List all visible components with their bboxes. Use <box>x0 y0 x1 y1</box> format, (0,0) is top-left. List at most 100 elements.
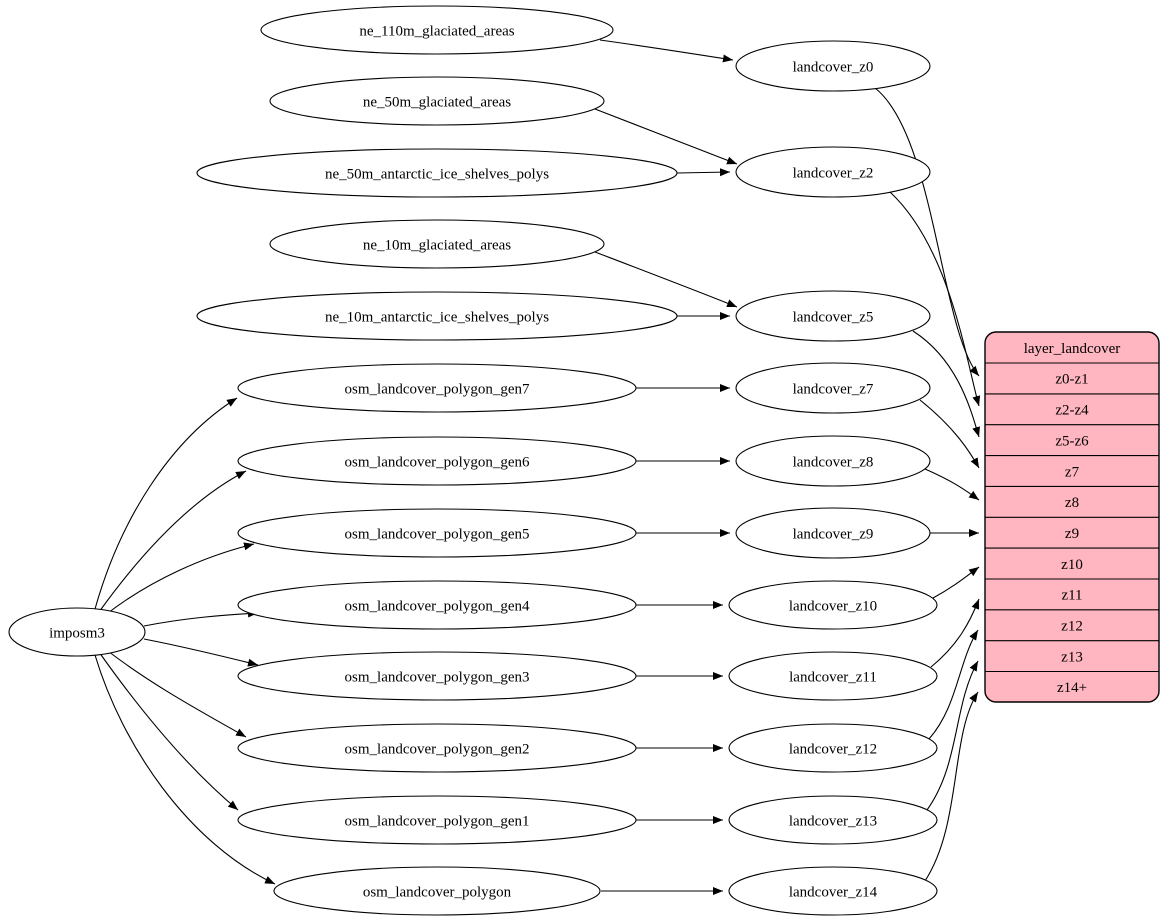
node-ellipse <box>237 723 637 773</box>
node-landcover-z7: landcover_z7 <box>735 362 931 414</box>
node-label: landcover_z13 <box>789 813 877 829</box>
node-label: landcover_z11 <box>789 669 877 685</box>
node-imposm3: imposm3 <box>8 607 146 657</box>
node-label: landcover_z9 <box>793 526 874 542</box>
node-label: osm_landcover_polygon_gen5 <box>345 526 530 542</box>
edge-imposm3-gen6 <box>98 470 247 613</box>
edge-imposm3-gen1 <box>98 651 239 811</box>
node-ellipse <box>237 508 637 558</box>
node-ne-10m-glaciated-areas: ne_10m_glaciated_areas <box>269 219 605 269</box>
node-label: osm_landcover_polygon_gen3 <box>345 669 530 685</box>
edge-ne10m-glac-z5 <box>594 251 738 308</box>
node-label: osm_landcover_polygon_gen6 <box>345 454 530 470</box>
table-row-z2-z4: z2-z4 <box>1055 403 1089 419</box>
node-ellipse <box>735 435 931 487</box>
node-ellipse <box>735 362 931 414</box>
node-landcover-z2: landcover_z2 <box>735 146 931 198</box>
edge-z11-row <box>930 598 980 668</box>
node-ellipse <box>728 723 938 773</box>
node-ne-50m-antarctic-ice-shelves-polys: ne_50m_antarctic_ice_shelves_polys <box>196 148 678 198</box>
node-landcover-z5: landcover_z5 <box>735 290 931 342</box>
node-osm-landcover-polygon-gen3: osm_landcover_polygon_gen3 <box>237 651 637 701</box>
node-landcover-z10: landcover_z10 <box>728 580 938 630</box>
node-label: osm_landcover_polygon_gen2 <box>345 741 530 757</box>
node-landcover-z13: landcover_z13 <box>728 795 938 845</box>
node-landcover-z12: landcover_z12 <box>728 723 938 773</box>
table-row-z12: z12 <box>1061 618 1083 634</box>
table-row-z9: z9 <box>1065 526 1079 542</box>
node-ellipse <box>237 795 637 845</box>
node-ellipse <box>196 148 678 198</box>
node-label: osm_landcover_polygon_gen1 <box>345 813 530 829</box>
node-osm-landcover-polygon-gen5: osm_landcover_polygon_gen5 <box>237 508 637 558</box>
node-ellipse <box>728 795 938 845</box>
node-ellipse <box>735 290 931 342</box>
table-row-z10: z10 <box>1061 557 1083 573</box>
edge-z8-row <box>924 468 980 501</box>
node-ellipse <box>735 507 931 559</box>
node-label: ne_50m_antarctic_ice_shelves_polys <box>325 166 549 182</box>
edges-sources <box>594 39 738 895</box>
node-osm-landcover-polygon-gen2: osm_landcover_polygon_gen2 <box>237 723 637 773</box>
table-row-z8: z8 <box>1065 495 1079 511</box>
edge-z13-row <box>926 660 979 811</box>
edges-imposm3 <box>94 397 276 885</box>
node-osm-landcover-polygon-gen1: osm_landcover_polygon_gen1 <box>237 795 637 845</box>
edge-z14-row <box>924 691 979 882</box>
node-ellipse <box>735 146 931 198</box>
node-ellipse <box>273 866 601 916</box>
node-osm-landcover-polygon: osm_landcover_polygon <box>273 866 601 916</box>
edge-z2-row <box>889 191 981 407</box>
node-ellipse <box>237 651 637 701</box>
node-ellipse <box>269 219 605 269</box>
table-row-z7: z7 <box>1065 464 1080 480</box>
node-osm-landcover-polygon-gen6: osm_landcover_polygon_gen6 <box>237 436 637 486</box>
table-row-z5-z6: z5-z6 <box>1055 433 1089 449</box>
edge-imposm3-polygon <box>94 654 276 885</box>
edge-imposm3-gen3 <box>143 638 259 667</box>
edge-imposm3-gen2 <box>103 647 247 738</box>
node-label: ne_50m_glaciated_areas <box>363 94 511 110</box>
node-landcover-z9: landcover_z9 <box>735 507 931 559</box>
node-label: imposm3 <box>49 625 105 641</box>
edge-imposm3-gen5 <box>103 542 255 617</box>
node-ne-50m-glaciated-areas: ne_50m_glaciated_areas <box>269 76 605 126</box>
table-row-z14plus: z14+ <box>1057 680 1087 696</box>
edge-z12-row <box>928 629 979 740</box>
node-ellipse <box>260 5 614 55</box>
edge-imposm3-gen4 <box>143 609 259 627</box>
node-landcover-z8: landcover_z8 <box>735 435 931 487</box>
node-osm-landcover-polygon-gen7: osm_landcover_polygon_gen7 <box>237 363 637 413</box>
node-label: landcover_z5 <box>793 309 874 325</box>
node-label: landcover_z7 <box>793 381 874 397</box>
node-ellipse <box>735 40 931 92</box>
edge-z7-row <box>919 399 980 469</box>
node-ne-10m-antarctic-ice-shelves-polys: ne_10m_antarctic_ice_shelves_polys <box>196 291 678 341</box>
node-label: ne_110m_glaciated_areas <box>359 23 514 39</box>
table-layer-landcover: layer_landcover z0-z1 z2-z4 z5-z6 z7 z8 … <box>984 331 1160 703</box>
table-row-z0-z1: z0-z1 <box>1055 372 1088 388</box>
node-landcover-z11: landcover_z11 <box>728 651 938 701</box>
node-ellipse <box>196 291 678 341</box>
node-ellipse <box>237 363 637 413</box>
node-label: landcover_z10 <box>789 598 877 614</box>
node-label: landcover_z14 <box>789 884 878 900</box>
edges-to-table <box>874 87 981 882</box>
node-ellipse <box>269 76 605 126</box>
edge-ne50m-ant-z2 <box>676 168 731 177</box>
table-row-z13: z13 <box>1061 649 1083 665</box>
node-ellipse <box>237 436 637 486</box>
table-row-z11: z11 <box>1061 588 1082 604</box>
edge-z10-row <box>932 566 980 599</box>
node-label: osm_landcover_polygon_gen4 <box>345 598 530 614</box>
node-label: osm_landcover_polygon <box>363 884 512 900</box>
node-ellipse <box>8 607 146 657</box>
node-label: ne_10m_antarctic_ice_shelves_polys <box>325 309 549 325</box>
node-label: landcover_z2 <box>793 165 874 181</box>
edge-imposm3-gen7 <box>94 397 238 610</box>
table-header: layer_landcover <box>1024 341 1121 357</box>
node-ellipse <box>237 580 637 630</box>
node-label: osm_landcover_polygon_gen7 <box>345 381 530 397</box>
